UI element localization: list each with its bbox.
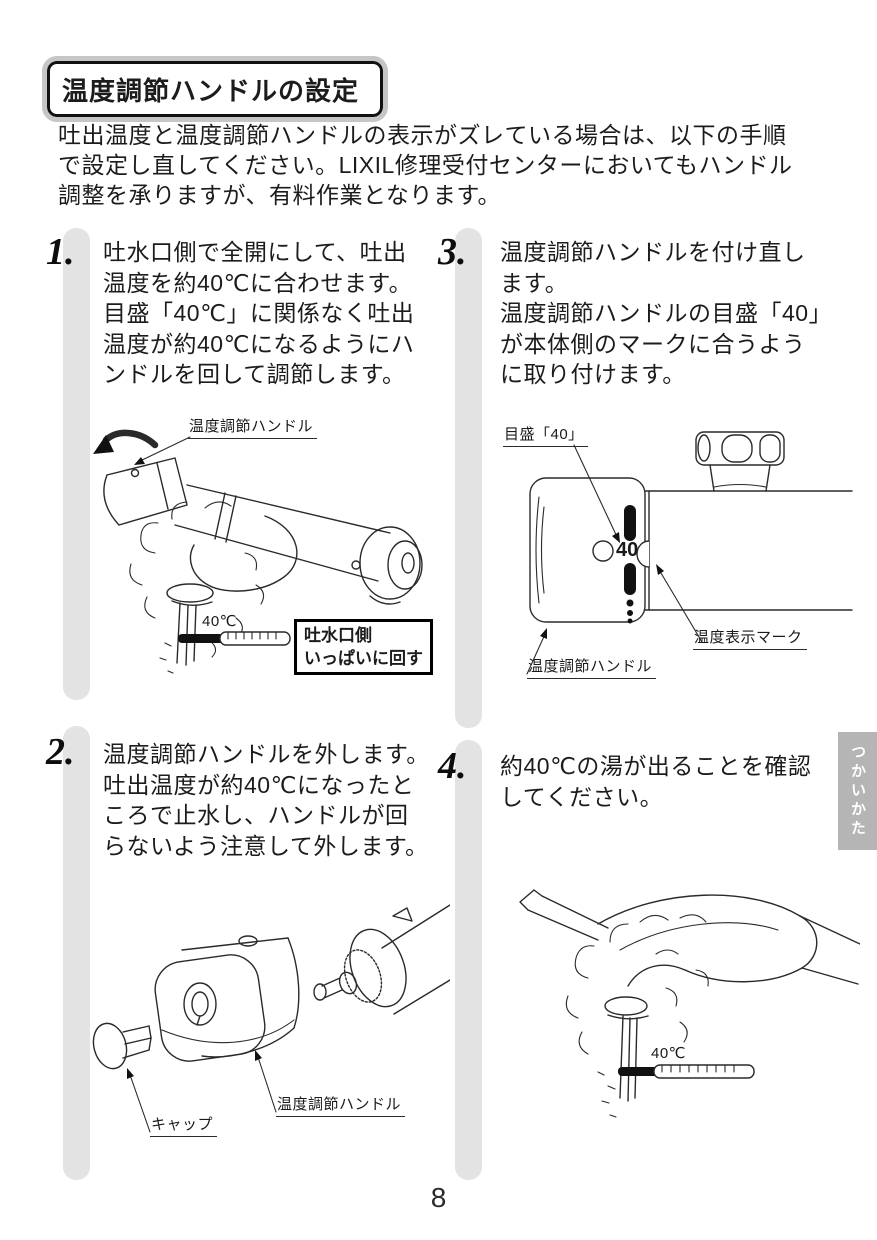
fig4-temp-label: 40℃ bbox=[651, 1045, 687, 1062]
fig3-handle-label: 温度調節ハンドル bbox=[527, 655, 657, 679]
hot-water-check-drawing bbox=[519, 889, 860, 1118]
fig1-handle-label: 温度調節ハンドル bbox=[188, 415, 318, 439]
step4-text: 約40℃の湯が出ることを確認 してください。 bbox=[500, 753, 812, 810]
step4-bar bbox=[455, 740, 482, 1180]
figure-step1-illustration: 温度調節ハンドル 40℃ 吐水口側 いっぱいに回す bbox=[60, 413, 445, 708]
handle-dial-drawing bbox=[526, 431, 853, 675]
page-number: 8 bbox=[430, 1182, 447, 1213]
section-title: 温度調節ハンドルの設定 bbox=[62, 75, 360, 106]
side-tab-label: つかいかた bbox=[849, 743, 866, 839]
fig1-temp-label: 40℃ bbox=[202, 613, 238, 630]
fig3-mark-label: 温度表示マーク bbox=[693, 626, 807, 650]
step1-number: 1. bbox=[46, 231, 75, 273]
step2-text: 温度調節ハンドルを外します。 吐出温度が約40℃になったと ころで止水し、ハンド… bbox=[103, 741, 430, 859]
intro-text: 吐出温度と温度調節ハンドルの表示がズレている場合は、以下の手順 で設定し直してく… bbox=[58, 122, 793, 208]
figure-step2-illustration: キャップ 温度調節ハンドル bbox=[60, 888, 450, 1175]
figure-step3-illustration: 目盛「40」 40 温度表示マーク 温度調節ハンドル bbox=[470, 413, 860, 708]
step4-number: 4. bbox=[438, 745, 467, 787]
section-title-box: 温度調節ハンドルの設定 bbox=[42, 56, 388, 122]
step2-number: 2. bbox=[46, 731, 75, 773]
step1-text: 吐水口側で全開にして、吐出 温度を約40℃に合わせます。 目盛「40℃」に関係な… bbox=[103, 239, 415, 387]
fig3-scale-label: 目盛「40」 bbox=[503, 423, 588, 447]
step3-text: 温度調節ハンドルを付け直し ます。 温度調節ハンドルの目盛「40」 が本体側のマ… bbox=[500, 239, 833, 387]
step1-bar bbox=[63, 228, 90, 700]
fig1-callout-line1: 吐水口側 bbox=[304, 626, 372, 645]
fig1-spout-side-callout: 吐水口側 いっぱいに回す bbox=[294, 619, 433, 675]
side-tab-usage: つかいかた bbox=[838, 732, 877, 850]
step3-bar bbox=[455, 228, 482, 728]
figure-step4-illustration: 40℃ bbox=[470, 858, 860, 1163]
fig2-handle-label: 温度調節ハンドル bbox=[276, 1093, 406, 1117]
faucet-turn-handle-drawing bbox=[93, 429, 423, 674]
fig2-cap-label: キャップ bbox=[150, 1113, 218, 1137]
step2-bar bbox=[63, 726, 90, 1180]
fig3-dial-value: 40 bbox=[616, 539, 639, 561]
step3-number: 3. bbox=[438, 231, 467, 273]
exploded-handle-drawing bbox=[92, 904, 450, 1133]
fig1-callout-line2: いっぱいに回す bbox=[304, 649, 423, 668]
